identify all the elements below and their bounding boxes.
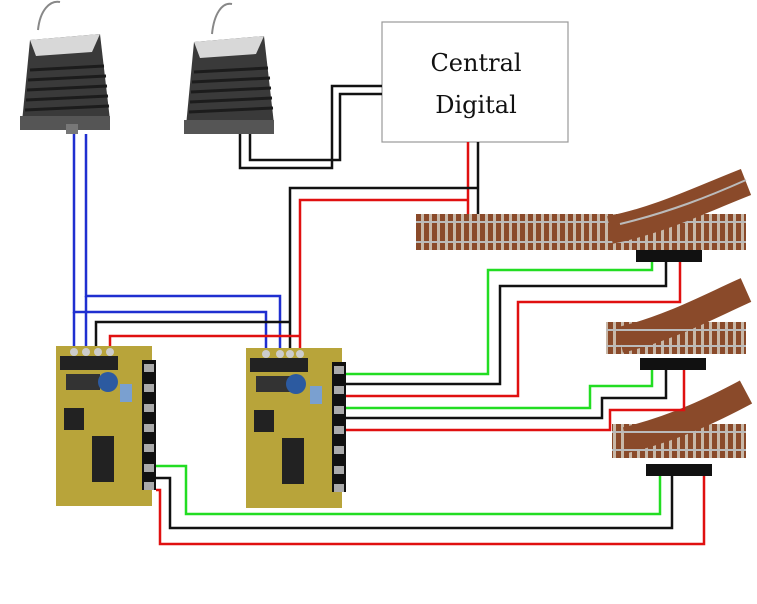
central-digital-box bbox=[381, 21, 569, 143]
main-track bbox=[416, 168, 752, 250]
central-label-line1: Central bbox=[430, 49, 522, 77]
turnout-motor bbox=[646, 464, 712, 476]
turnout-wires bbox=[156, 262, 706, 546]
power-transformer bbox=[20, 0, 110, 134]
turnout-motor bbox=[640, 358, 706, 370]
central-label-line2: Digital bbox=[435, 91, 517, 119]
power-wires bbox=[72, 134, 282, 354]
turnout-motor bbox=[636, 250, 702, 262]
central-digital-label: Central Digital bbox=[384, 42, 568, 126]
decoder-board bbox=[246, 348, 346, 508]
transformer-to-central-wires bbox=[238, 84, 382, 170]
power-transformer bbox=[184, 2, 274, 134]
decoder-board bbox=[56, 346, 156, 506]
turnout-track bbox=[606, 278, 752, 354]
turnout-track bbox=[612, 380, 753, 458]
